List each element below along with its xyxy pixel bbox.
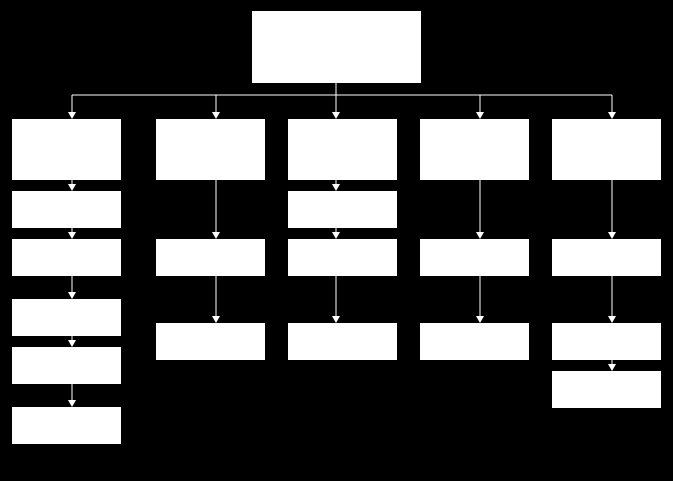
- column-1-item-2-to-item-3-arrowhead: [68, 292, 76, 299]
- column-1-item-4: [12, 347, 121, 384]
- column-5-item-2: [552, 323, 661, 360]
- column-1-item-5: [12, 407, 121, 444]
- column-5-head-to-item-1-arrowhead: [608, 232, 616, 239]
- column-5-head: [552, 119, 661, 180]
- column-1-item-3-to-item-4-arrowhead: [68, 340, 76, 347]
- bus-to-column-3-head-arrowhead: [332, 112, 340, 119]
- column-3-item-3: [288, 323, 397, 360]
- bus-to-column-4-head-arrowhead: [476, 112, 484, 119]
- root-node: [252, 11, 421, 83]
- column-1-item-1: [12, 191, 121, 228]
- column-4-item-1-to-item-2-arrowhead: [476, 316, 484, 323]
- column-3-item-2: [288, 239, 397, 276]
- column-1-head-to-item-1-arrowhead: [68, 184, 76, 191]
- column-1-item-3: [12, 299, 121, 336]
- column-4-head-to-item-1-arrowhead: [476, 232, 484, 239]
- column-1-head: [12, 119, 121, 180]
- column-2-item-2: [156, 323, 265, 360]
- column-3-item-2-to-item-3-arrowhead: [332, 316, 340, 323]
- column-1-item-2: [12, 239, 121, 276]
- column-5-item-1-to-item-2-arrowhead: [608, 316, 616, 323]
- column-3-head: [288, 119, 397, 180]
- column-2-head-to-item-1-arrowhead: [212, 232, 220, 239]
- column-5-item-3: [552, 371, 661, 408]
- column-4-item-2: [420, 323, 529, 360]
- column-3-item-1-to-item-2-arrowhead: [332, 232, 340, 239]
- column-5-item-1: [552, 239, 661, 276]
- column-2-head: [156, 119, 265, 180]
- column-4-item-1: [420, 239, 529, 276]
- column-1-item-4-to-item-5-arrowhead: [68, 400, 76, 407]
- column-5-item-2-to-item-3-arrowhead: [608, 364, 616, 371]
- column-3-head-to-item-1-arrowhead: [332, 184, 340, 191]
- column-2-item-1: [156, 239, 265, 276]
- column-3-item-1: [288, 191, 397, 228]
- column-4-head: [420, 119, 529, 180]
- column-2-item-1-to-item-2-arrowhead: [212, 316, 220, 323]
- bus-to-column-5-head-arrowhead: [608, 112, 616, 119]
- bus-to-column-2-head-arrowhead: [212, 112, 220, 119]
- column-1-item-1-to-item-2-arrowhead: [68, 232, 76, 239]
- bus-to-column-1-head-arrowhead: [68, 112, 76, 119]
